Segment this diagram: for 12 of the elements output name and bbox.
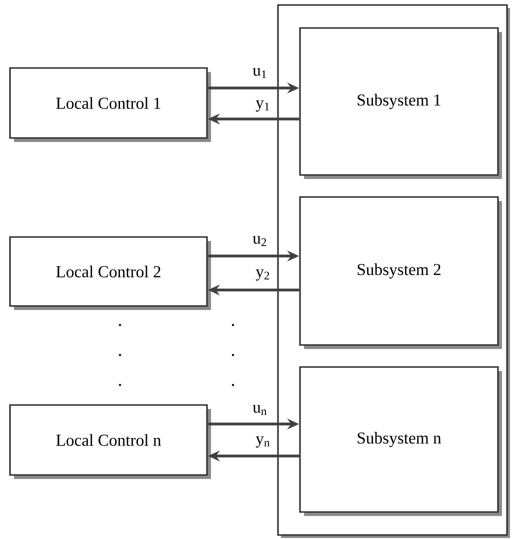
edge-label: u$_{2}$ — [252, 236, 266, 246]
control-box: Local Control 1 — [9, 67, 211, 142]
edge-label: y$_{n}$ — [256, 436, 270, 448]
subsystem-box: Subsystem n — [299, 366, 502, 516]
subsystem-box: Subsystem 2 — [299, 196, 502, 349]
edge-label: u$_{n}$ — [252, 404, 267, 416]
subsystem-box: Subsystem 1 — [299, 27, 502, 179]
edge-label: y$_{2}$ — [256, 269, 270, 281]
control-box: Local Control n — [9, 404, 211, 479]
edge-label: u$_{1}$ — [252, 68, 266, 78]
control-box: Local Control 2 — [9, 236, 211, 310]
edge-label: y$_{1}$ — [256, 100, 270, 112]
